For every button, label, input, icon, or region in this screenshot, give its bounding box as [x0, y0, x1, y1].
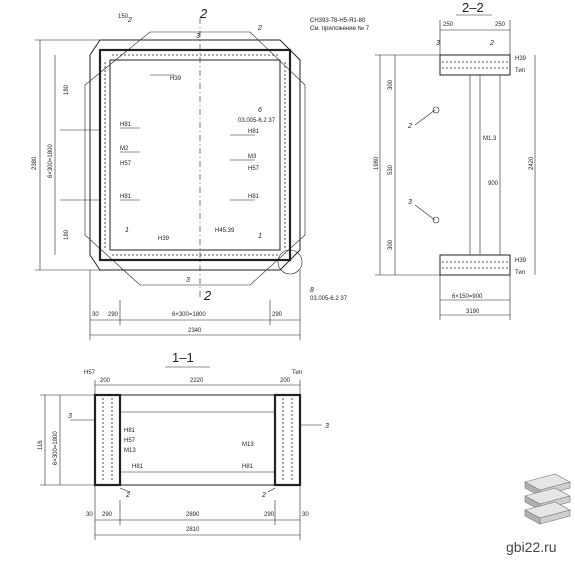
s11-mark-h57: Н57	[124, 438, 136, 444]
s11-dim-top-c: 200	[280, 378, 291, 384]
plan-dim-b0: 30	[92, 312, 99, 318]
plan-mark-m3: М3	[248, 154, 257, 160]
plan-note-top: СН393-78-Н5-Я1-80	[310, 18, 366, 24]
s22-mark-h39a: Н39	[515, 56, 527, 62]
plan-chamfer-outline	[84, 31, 306, 286]
s11-mark-m13b: М13	[242, 442, 254, 448]
stacked-slabs-icon	[524, 473, 571, 525]
plan-callout-1b: 1	[258, 233, 262, 240]
s11-mark-m13a: М13	[124, 448, 136, 454]
s22-dim-left-a: 300	[388, 79, 394, 90]
plan-dim-left-mid: 6×300=1800	[48, 144, 54, 178]
plan-callout-2a: 2	[127, 17, 132, 24]
plan-view: 150 2 2 3 3 1 1 2 2 СН393-78-Н5-Я1-80 См…	[32, 6, 370, 340]
s11-mark-type: Тип	[292, 370, 302, 376]
s11-dim-left-a: 116	[38, 440, 44, 450]
plan-dim-left-total: 2380	[32, 156, 38, 170]
s22-dim-bottom-b: 3190	[466, 309, 480, 315]
plan-mark-h57b: Н57	[248, 166, 260, 172]
plan-dim-b1: 290	[108, 312, 119, 318]
s11-mark-h57-top: Н57	[84, 370, 96, 376]
s11-callout-3a: 3	[68, 413, 72, 420]
s22-mark-900: 900	[488, 181, 499, 187]
corner-detail-circle	[277, 249, 303, 275]
s22-callout-3b: 3	[408, 199, 412, 206]
plan-outer-outline	[89, 39, 301, 271]
plan-callout-1a: 1	[125, 227, 129, 234]
plan-dim-top: 150	[118, 14, 129, 20]
s22-callout-2b: 2	[407, 123, 412, 130]
s11-dim-b0: 30	[86, 512, 93, 518]
plan-rebar-cage-inner	[109, 59, 281, 251]
plan-mark-h81a: Н81	[120, 122, 132, 128]
plan-ref-6-text: 03.005-6.2 37	[238, 118, 276, 124]
plan-mark-h4539: Н45.39	[215, 228, 235, 234]
s11-dim-top-b: 2220	[190, 378, 204, 384]
s11-dim-top-a: 200	[100, 378, 111, 384]
s11-dim-total: 2810	[186, 527, 200, 533]
s11-callout-2b: 2	[261, 492, 266, 499]
s22-top-slab	[439, 54, 511, 76]
plan-mark-h81b: Н81	[120, 194, 132, 200]
plan-rebar-cage	[98, 48, 292, 262]
plan-dim-left-top: 180	[64, 84, 70, 95]
section-1-1-title: 1–1	[172, 350, 194, 365]
s22-dim-right-total: 2420	[529, 156, 535, 170]
s11-right-wall	[273, 393, 302, 487]
s22-dim-left-c: 300	[388, 239, 394, 250]
s22-dim-left-total: 1980	[374, 156, 380, 170]
s11-dim-b3: 290	[264, 512, 275, 518]
s22-wall	[469, 74, 501, 256]
s22-mark-m13: М1.3	[483, 136, 497, 142]
s22-callout-2a: 2	[489, 40, 494, 47]
plan-dim-left-bot: 180	[64, 229, 70, 240]
s22-dim-top-b: 250	[495, 22, 506, 28]
plan-callout-3a: 3	[196, 33, 200, 40]
plan-ref-8-text: 03.005-6.2 37	[310, 296, 348, 302]
plan-mark-h81d: Н81	[248, 194, 260, 200]
s22-dim-bottom-a: 6×150=900	[452, 294, 483, 300]
plan-section-mark-bottom: 2	[203, 288, 212, 303]
plan-dim-b3: 290	[272, 312, 283, 318]
s22-dim-left-b: 530	[388, 164, 394, 175]
s22-mark-type-b: Тип	[515, 270, 525, 276]
s11-left-wall	[93, 393, 122, 487]
plan-ref-8: 8	[310, 287, 314, 294]
s11-callout-2a: 2	[125, 492, 130, 499]
watermark-logo: gbi22.ru	[506, 473, 571, 555]
plan-mark-h57a: Н57	[120, 161, 132, 167]
s22-mark-type-a: Тип	[515, 68, 525, 74]
section-2-2: 2–2 250 250 3 2 2 3 Н	[374, 0, 536, 320]
plan-callout-3b: 3	[186, 277, 190, 284]
s22-bottom-slab	[439, 254, 511, 276]
plan-note-top2: См. приложение № 7	[310, 25, 370, 32]
plan-ref-6: 6	[258, 107, 262, 114]
plan-callout-2b: 2	[257, 25, 262, 32]
s11-dim-b4: 30	[302, 512, 309, 518]
plan-section-mark-top: 2	[199, 6, 208, 21]
s22-callout-3a: 3	[436, 40, 440, 47]
watermark-text: gbi22.ru	[506, 539, 557, 555]
s11-mark-h81b: Н81	[132, 464, 144, 470]
section-2-2-title: 2–2	[462, 0, 484, 15]
s11-callout-3b: 3	[325, 423, 329, 430]
plan-mark-h81c: Н81	[248, 129, 260, 135]
s11-mark-h81a: Н81	[124, 428, 136, 434]
s22-mark-h39b: Н39	[515, 258, 527, 264]
plan-mark-h39b: Н39	[158, 236, 170, 242]
plan-mark-h39a: Н39	[170, 76, 182, 82]
plan-dim-total: 2340	[188, 328, 202, 334]
section-1-1: 1–1 200 2220 200 Н57 Тип 3	[38, 350, 329, 540]
s11-dim-b1: 290	[102, 512, 113, 518]
plan-mark-m2: М2	[120, 146, 129, 152]
s11-mark-h81c: Н81	[242, 464, 254, 470]
s22-dim-top-a: 250	[443, 22, 454, 28]
s11-dim-left-b: 6×300=1800	[53, 431, 59, 465]
s11-dim-b2: 2890	[186, 512, 200, 518]
plan-dim-b2: 6×300=1800	[172, 312, 206, 318]
